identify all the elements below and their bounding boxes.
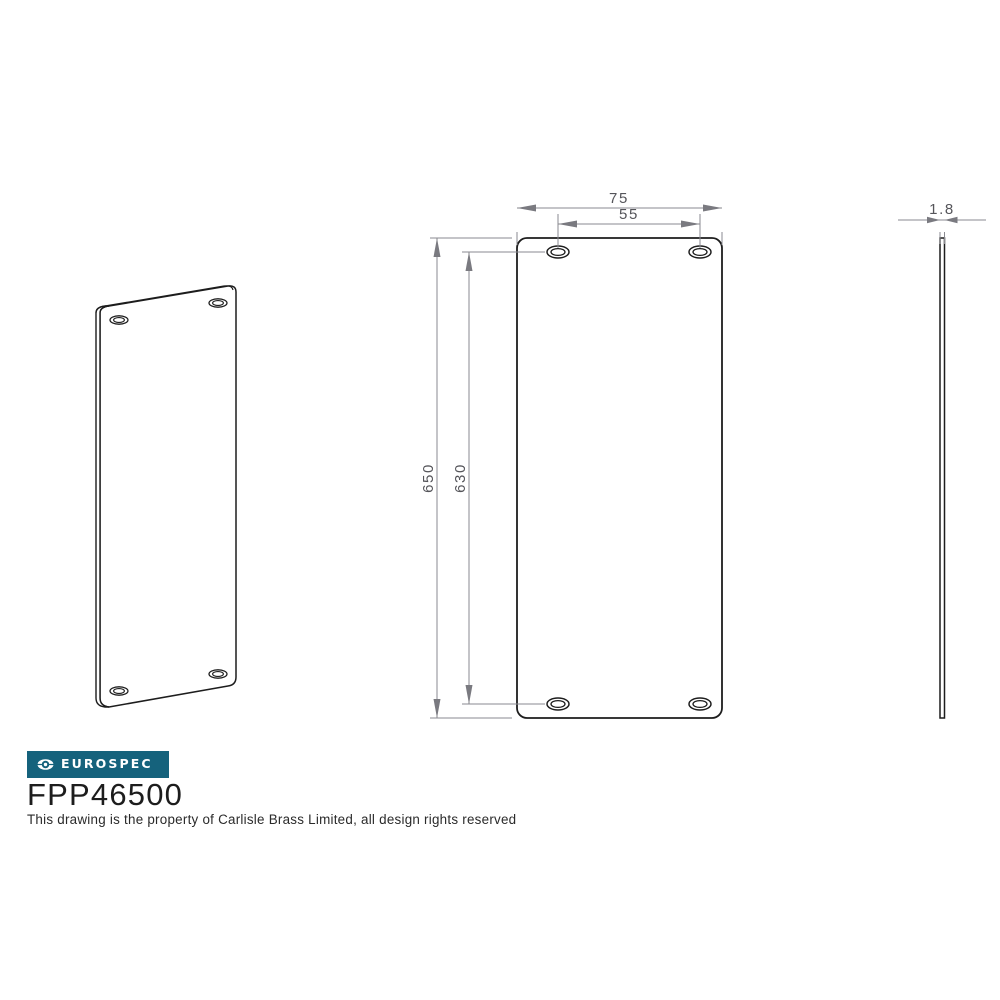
eurospec-emblem-icon [37,759,54,770]
isometric-plate-view [95,285,237,708]
width-dimension-75: 75 [516,190,723,245]
part-number-label: FPP46500 [27,777,184,812]
eurospec-logo: EUROSPEC [27,751,169,778]
perspective-hole-bottom-left [109,686,129,696]
perspective-hole-top-right [208,298,228,308]
dimension-label-width-holes: 55 [619,206,639,223]
title-block: EUROSPEC FPP46500 This drawing is the pr… [27,751,747,827]
width-dimension-55: 55 [557,206,701,248]
dimension-label-width-overall: 75 [609,190,629,207]
thickness-dimension-1-8: 1.8 [898,201,986,244]
perspective-hole-top-left [109,315,129,325]
height-dimension-650: 650 [420,237,512,719]
plate-front-face [99,285,237,708]
eurospec-wordmark: EUROSPEC [61,756,153,772]
front-plate-outline [516,237,723,719]
plate-top-edge-line [95,285,234,314]
front-elevation-view [516,237,723,719]
height-dimension-630: 630 [452,251,545,705]
front-hole-bottom-left [546,697,570,711]
edge-plate-outline [939,237,946,719]
dimension-label-thickness: 1.8 [929,201,955,218]
plate-thickness-edge [95,305,110,708]
dimension-label-height-overall: 650 [420,463,437,493]
front-hole-bottom-right [688,697,712,711]
perspective-hole-bottom-right [208,669,228,679]
dimension-label-height-holes: 630 [452,463,469,493]
edge-section-view [939,237,946,719]
rights-notice-text: This drawing is the property of Carlisle… [27,811,517,827]
